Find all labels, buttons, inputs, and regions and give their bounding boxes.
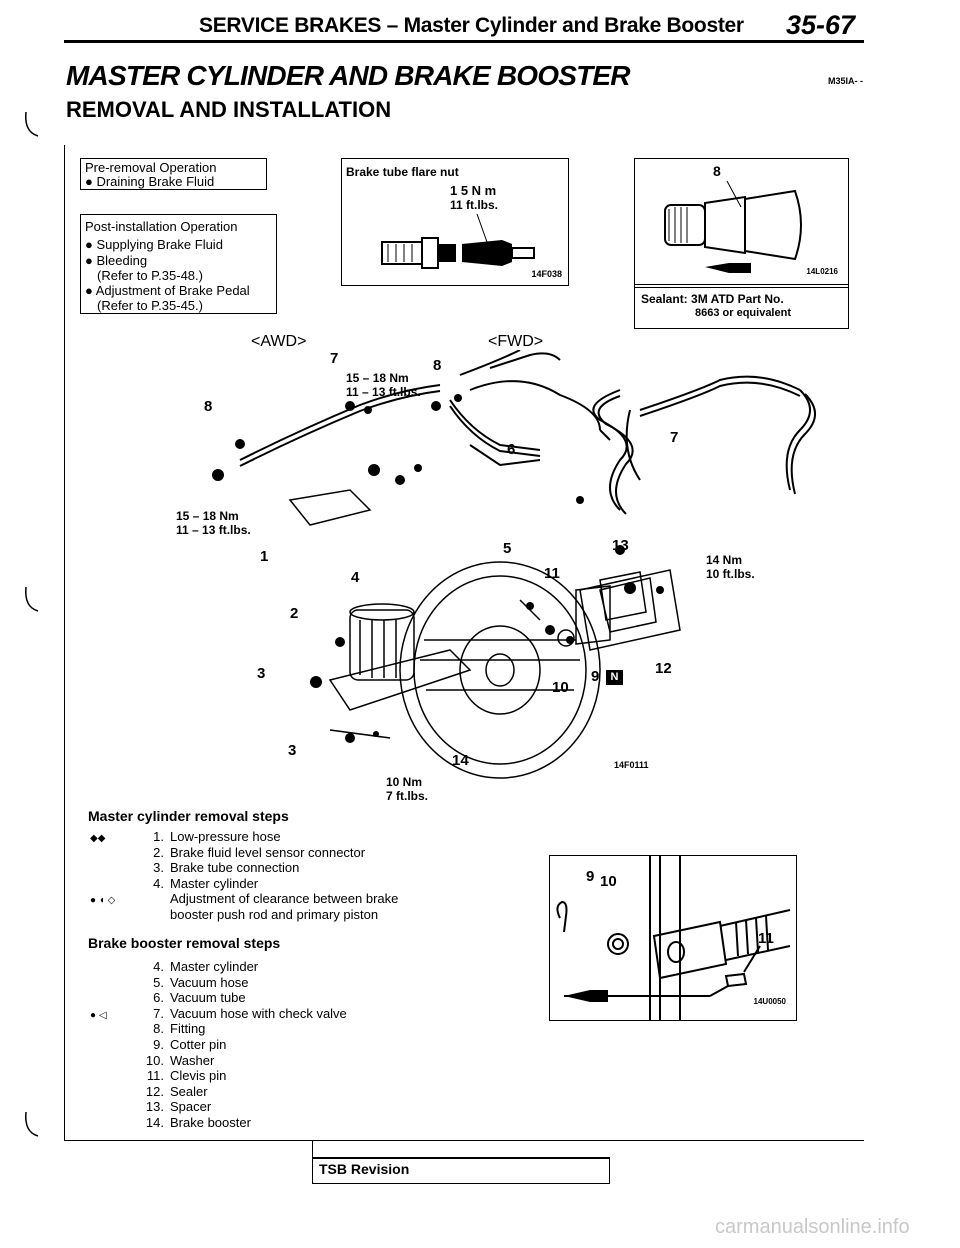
booster-steps-list: 4.Master cylinder 5.Vacuum hose 6.Vacuum…: [90, 959, 347, 1131]
page-number: 35-67: [786, 10, 856, 40]
sealant-label-2: 8663 or equivalent: [695, 307, 791, 319]
callout-8: 8: [433, 357, 442, 374]
frame-bottom-rule: [64, 1140, 864, 1141]
watermark: carmanualsonline.info: [715, 1216, 910, 1238]
list-item: 13.Spacer: [145, 1099, 212, 1115]
running-header: SERVICE BRAKES – Master Cylinder and Bra…: [199, 14, 744, 37]
clevis-callout-10: 10: [600, 873, 617, 890]
callout-7: 7: [330, 350, 339, 367]
callout-3: 3: [257, 665, 266, 682]
tsb-top-rule: [312, 1140, 313, 1157]
list-item: 9.Cotter pin: [153, 1036, 227, 1052]
sealant-callout: 8: [713, 163, 721, 179]
binder-mark: [25, 111, 39, 137]
flare-nut-drawing: [381, 214, 535, 269]
sealant-label: Sealant: 3M ATD Part No.: [641, 292, 784, 306]
sealant-fig-code: 14L0216: [806, 267, 838, 276]
callout-7: 7: [670, 429, 679, 446]
clevis-callout-11: 11: [758, 930, 774, 947]
callout-N-badge: N: [606, 670, 623, 685]
list-item: 12.Sealer: [145, 1083, 208, 1099]
section-subtitle: REMOVAL AND INSTALLATION: [66, 97, 392, 122]
post-install-title: Post-installation Operation: [85, 219, 238, 234]
list-item: 4.Master cylinder: [153, 875, 259, 891]
header-rule: [64, 40, 864, 43]
callout-6: 6: [507, 441, 516, 458]
callout-14: 14: [452, 752, 469, 769]
tsb-revision-box: TSB Revision: [312, 1157, 610, 1184]
post-install-item: ● Bleeding: [85, 253, 148, 268]
clevis-drawing: [556, 856, 791, 1020]
clevis-figure-box: 9 10 11 14U0050: [549, 855, 797, 1021]
flare-nut-torque-ft: 11 ft.lbs.: [450, 198, 499, 212]
fwd-label: <FWD>: [488, 333, 544, 350]
post-install-box: Post-installation Operation ● Supplying …: [80, 214, 277, 314]
list-item: 6.Vacuum tube: [153, 990, 246, 1006]
booster-steps-title: Brake booster removal steps: [88, 935, 281, 951]
callout-12: 12: [655, 660, 672, 677]
binder-mark: [25, 1111, 39, 1137]
flare-nut-title: Brake tube flare nut: [346, 165, 459, 179]
list-item: 5.Vacuum hose: [153, 974, 249, 990]
sealant-label-box: Sealant: 3M ATD Part No. 8663 or equival…: [634, 287, 849, 329]
callout-2: 2: [290, 605, 299, 622]
callout-10: 10: [552, 679, 569, 696]
callout-1: 1: [260, 548, 269, 565]
section-code: M35IA- -: [828, 76, 864, 86]
master-steps-title: Master cylinder removal steps: [88, 808, 289, 824]
sealant-divider: [635, 284, 848, 285]
post-install-item: (Refer to P.35-48.): [97, 268, 203, 283]
awd-label: <AWD>: [251, 333, 307, 350]
callout-13: 13: [612, 537, 629, 554]
pre-removal-item: ● Draining Brake Fluid: [85, 174, 215, 189]
callout-5: 5: [503, 540, 512, 557]
list-item: 4.Master cylinder: [153, 959, 259, 974]
sealant-box: 8 14L0216: [634, 158, 849, 288]
clevis-callout-9: 9: [586, 868, 595, 885]
callout-8: 8: [204, 398, 213, 415]
section-title: MASTER CYLINDER AND BRAKE BOOSTER: [66, 60, 631, 91]
flare-nut-torque-nm: 1 5 N m: [450, 183, 497, 198]
list-item: ◆◆1.Low-pressure hose: [90, 829, 281, 844]
clevis-fig-code: 14U0050: [753, 997, 786, 1006]
flare-nut-box: Brake tube flare nut 1 5 N m 11 ft.lbs. …: [341, 158, 569, 286]
tsb-revision-label: TSB Revision: [319, 1161, 410, 1177]
frame-left-rule: [64, 145, 65, 1140]
exploded-diagram: [212, 350, 816, 779]
callout-9: 9: [591, 668, 600, 685]
list-item: 8.Fitting: [153, 1021, 206, 1037]
pre-removal-box: Pre-removal Operation ● Draining Brake F…: [80, 158, 267, 190]
list-item: booster push rod and primary piston: [170, 906, 379, 922]
list-item: ● ◖ ◇Adjustment of clearance between bra…: [90, 891, 399, 907]
list-item: 10.Washer: [145, 1052, 215, 1068]
binder-mark: [25, 586, 39, 612]
list-item: 3.Brake tube connection: [153, 860, 300, 876]
pre-removal-title: Pre-removal Operation: [85, 160, 217, 175]
flare-nut-fig-code: 14F038: [531, 269, 562, 279]
list-item: ● ◁7.Vacuum hose with check valve: [90, 1005, 347, 1021]
post-install-item: ● Adjustment of Brake Pedal: [85, 283, 250, 298]
post-install-item: ● Supplying Brake Fluid: [85, 237, 223, 252]
tsb-revision-divider: [313, 1158, 609, 1159]
sensor-fitting-drawing: [664, 180, 802, 273]
list-item: 14.Brake booster: [145, 1114, 251, 1130]
callout-4: 4: [351, 569, 360, 586]
diagram-fig-code: 14F0111: [614, 760, 649, 770]
post-install-item: (Refer to P.35-45.): [97, 298, 203, 313]
callout-3: 3: [288, 742, 297, 759]
list-item: 2.Brake fluid level sensor connector: [153, 844, 366, 860]
callout-11: 11: [544, 565, 560, 582]
master-steps-list: ◆◆1.Low-pressure hose 2.Brake fluid leve…: [90, 829, 398, 923]
list-item: 11.Clevis pin: [146, 1068, 227, 1084]
